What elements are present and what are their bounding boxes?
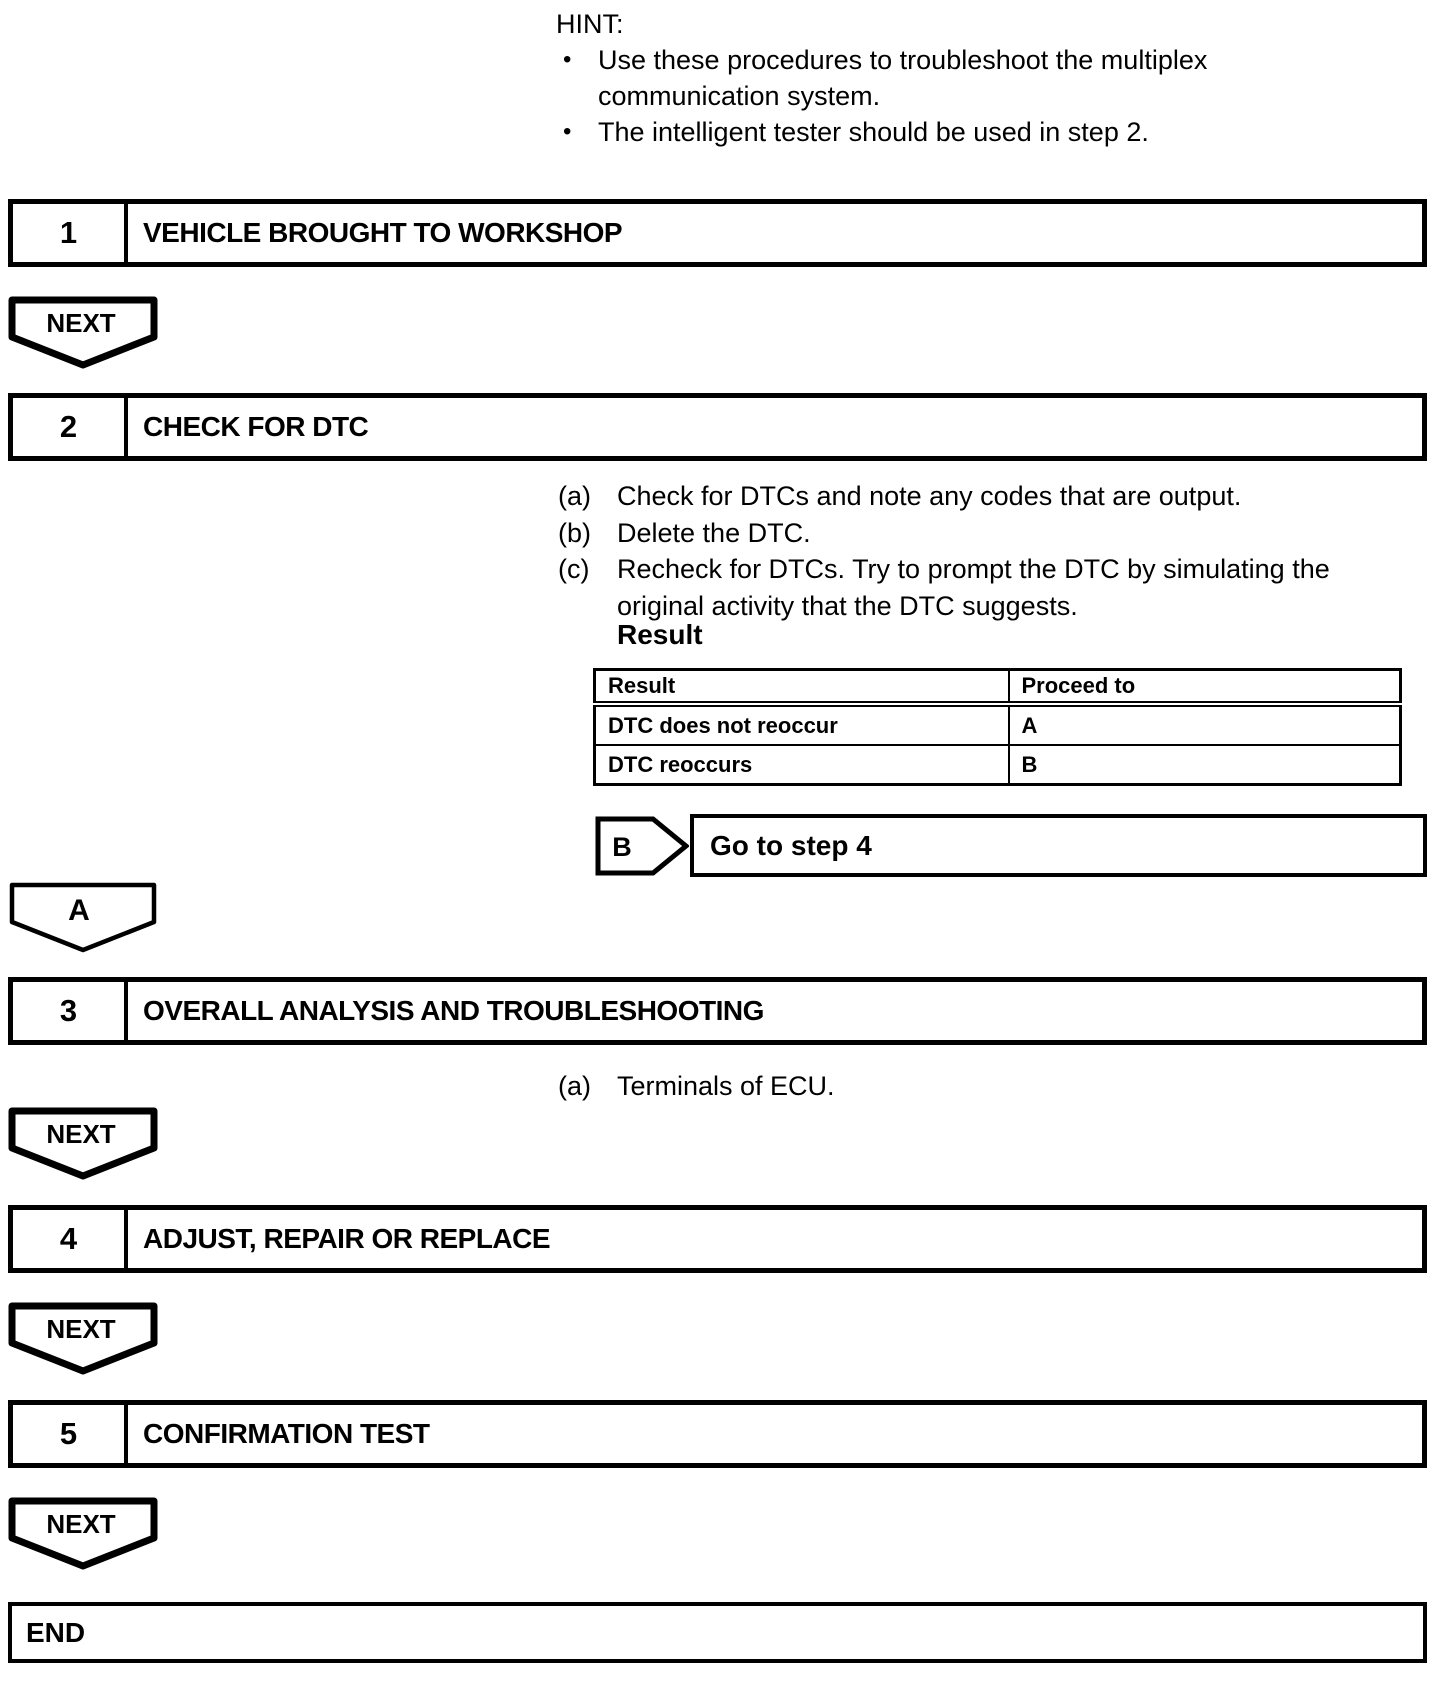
instruction-text: Recheck for DTCs. Try to prompt the DTC … (617, 554, 1330, 621)
next-label: NEXT (46, 1314, 115, 1344)
step-box-1: 1 VEHICLE BROUGHT TO WORKSHOP (8, 199, 1427, 267)
bullet-icon: • (563, 46, 572, 73)
right-arrow-shape (595, 816, 689, 876)
table-row: DTC does not reoccur A (593, 703, 1402, 746)
end-box: END (8, 1602, 1427, 1663)
instruction-text: Terminals of ECU. (617, 1071, 835, 1101)
down-arrow-shape (8, 1107, 158, 1180)
result-header-cell: Result (593, 668, 1010, 707)
step-number: 5 (13, 1405, 128, 1463)
instruction-marker: (b) (558, 517, 591, 548)
result-cell: DTC does not reoccur (593, 703, 1010, 746)
hint-bullet-item: • Use these procedures to troubleshoot t… (556, 42, 1288, 114)
instruction-item: (a) Terminals of ECU. (558, 1068, 1357, 1105)
instruction-text: Delete the DTC. (617, 517, 811, 548)
instruction-list: (a) Check for DTCs and note any codes th… (558, 478, 1357, 624)
hint-label: HINT: (556, 9, 624, 39)
instruction-marker: (c) (558, 554, 590, 584)
branch-b-label: B (612, 832, 632, 862)
instruction-text: Check for DTCs and note any codes that a… (617, 481, 1242, 511)
next-arrow-1: NEXT (8, 296, 158, 369)
down-arrow-shape (8, 1302, 158, 1375)
goto-step-4-label: Go to step 4 (710, 829, 872, 861)
proceed-to-header-cell: Proceed to (1007, 668, 1402, 707)
instruction-item: (c) Recheck for DTCs. Try to prompt the … (558, 551, 1357, 624)
step-number: 4 (13, 1210, 128, 1268)
instruction-marker: (a) (558, 481, 591, 511)
instruction-marker: (a) (558, 1071, 591, 1101)
instruction-item: (b) Delete the DTC. (558, 515, 1357, 552)
next-arrow-4: NEXT (8, 1497, 158, 1570)
step-number: 1 (13, 204, 128, 262)
end-label: END (26, 1616, 86, 1648)
step-number: 3 (13, 982, 128, 1040)
branch-a-arrow: A (9, 882, 157, 953)
step-box-3: 3 OVERALL ANALYSIS AND TROUBLESHOOTING (8, 977, 1427, 1045)
branch-b-arrow: B (595, 816, 689, 876)
result-cell: DTC reoccurs (593, 744, 1010, 786)
next-arrow-3: NEXT (8, 1302, 158, 1375)
step-box-4: 4 ADJUST, REPAIR OR REPLACE (8, 1205, 1427, 1273)
hint-section: HINT: • Use these procedures to troubles… (556, 6, 1288, 150)
step-title: CONFIRMATION TEST (143, 1418, 430, 1449)
hint-bullet-item: • The intelligent tester should be used … (556, 114, 1288, 150)
down-arrow-shape (9, 882, 157, 953)
result-label: Result (617, 619, 703, 650)
step-number: 2 (13, 398, 128, 456)
proceed-cell: A (1007, 703, 1402, 746)
table-row: DTC reoccurs B (593, 744, 1402, 786)
step-title: OVERALL ANALYSIS AND TROUBLESHOOTING (143, 995, 764, 1026)
step-box-2: 2 CHECK FOR DTC (8, 393, 1427, 461)
step-title: CHECK FOR DTC (143, 411, 369, 442)
bullet-icon: • (563, 118, 572, 145)
down-arrow-shape (8, 1497, 158, 1570)
down-arrow-shape (8, 296, 158, 369)
table-header-row: Result Proceed to (593, 668, 1402, 707)
next-arrow-2: NEXT (8, 1107, 158, 1180)
proceed-cell: B (1007, 744, 1402, 786)
hint-bullet-text: Use these procedures to troubleshoot the… (598, 45, 1208, 111)
step-title: ADJUST, REPAIR OR REPLACE (143, 1223, 551, 1254)
next-label: NEXT (46, 308, 115, 338)
instruction-item: (a) Check for DTCs and note any codes th… (558, 478, 1357, 515)
goto-step-4-box: Go to step 4 (690, 814, 1427, 877)
step-box-5: 5 CONFIRMATION TEST (8, 1400, 1427, 1468)
hint-bullet-text: The intelligent tester should be used in… (598, 117, 1149, 147)
next-label: NEXT (46, 1119, 115, 1149)
next-label: NEXT (46, 1509, 115, 1539)
branch-a-label: A (68, 894, 90, 927)
result-table: Result Proceed to DTC does not reoccur A… (593, 668, 1402, 786)
instruction-list: (a) Terminals of ECU. (558, 1068, 1357, 1105)
step-title: VEHICLE BROUGHT TO WORKSHOP (143, 217, 623, 248)
